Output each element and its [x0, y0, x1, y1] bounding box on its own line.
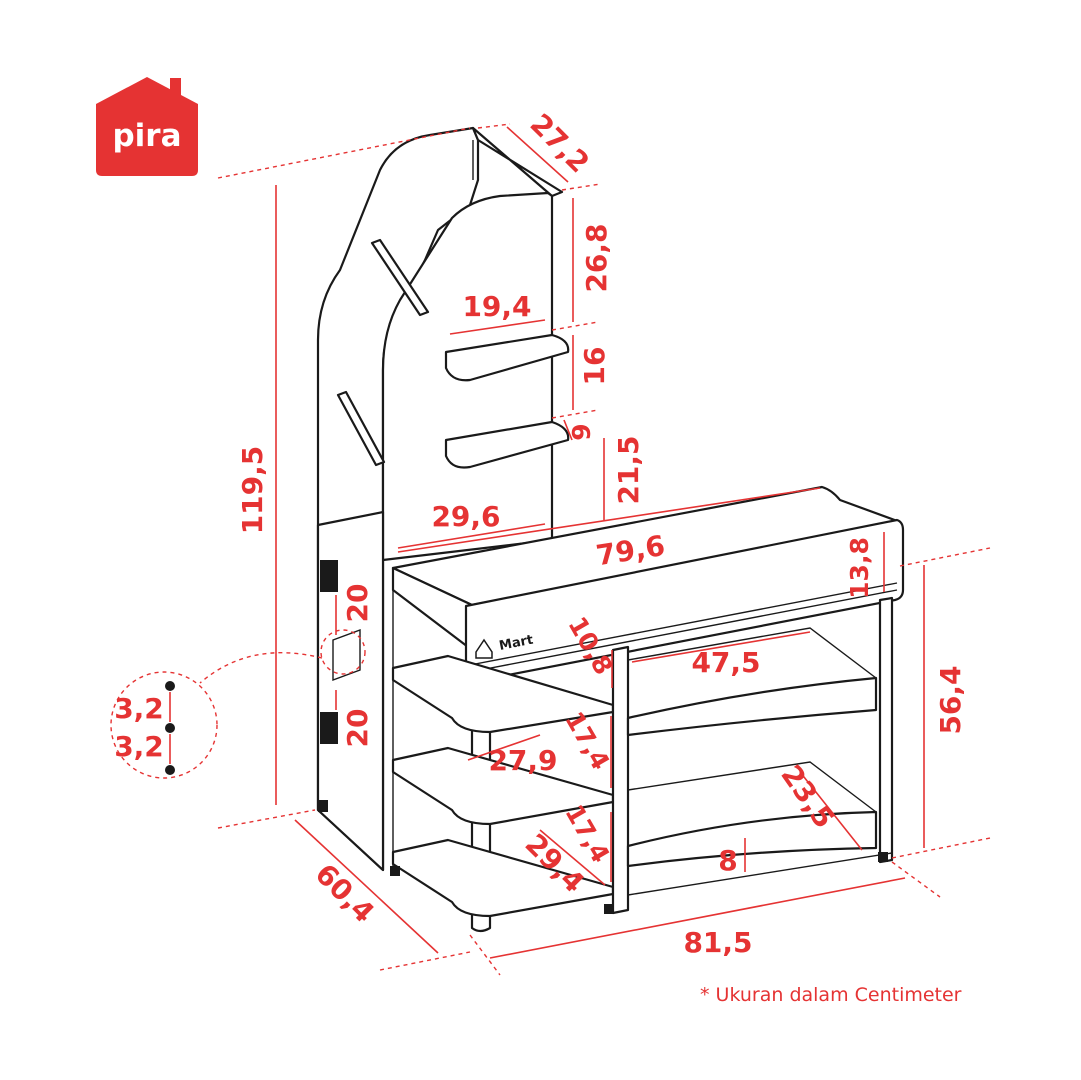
- dim-shelf-thickness: 9: [567, 423, 596, 440]
- logo-text: pira: [112, 118, 181, 154]
- dim-top-depth: 27,2: [524, 107, 596, 179]
- dim-bin-lip: 8: [718, 844, 737, 877]
- dim-shelf-gap: 16: [578, 347, 611, 386]
- dim-total-depth: 60,4: [309, 857, 381, 929]
- units-note: * Ukuran dalam Centimeter: [700, 984, 962, 1006]
- dim-lower-shelf-gap-1: 17,4: [559, 707, 615, 775]
- pira-logo: pira: [96, 77, 198, 176]
- mart-label: Mart: [475, 633, 535, 659]
- dim-counter-side-width: 29,6: [431, 500, 500, 533]
- dimension-lines: [110, 123, 991, 976]
- house-icon: [96, 77, 198, 176]
- dim-gap-to-counter: 21,5: [612, 435, 645, 504]
- dim-total-width: 81,5: [683, 926, 752, 959]
- dim-total-height: 119,5: [236, 446, 269, 535]
- dim-counter-height: 56,4: [934, 665, 967, 734]
- dim-shelf-width-upper: 19,4: [462, 290, 531, 323]
- furniture-drawing: Mart: [316, 126, 905, 933]
- dim-front-panel-height: 13,8: [845, 537, 874, 599]
- dim-upper-gap: 26,8: [580, 223, 613, 292]
- dim-lower-shelf-width: 27,9: [488, 744, 557, 777]
- dim-hinge-spacing-upper: 20: [341, 584, 374, 623]
- dim-inner-shelf-width: 47,5: [691, 646, 760, 679]
- dim-hole-spacing-upper: 3,2: [114, 692, 164, 725]
- svg-text:Mart: Mart: [498, 633, 535, 654]
- dim-hole-spacing-lower: 3,2: [114, 730, 164, 763]
- dim-hinge-spacing-lower: 20: [341, 709, 374, 748]
